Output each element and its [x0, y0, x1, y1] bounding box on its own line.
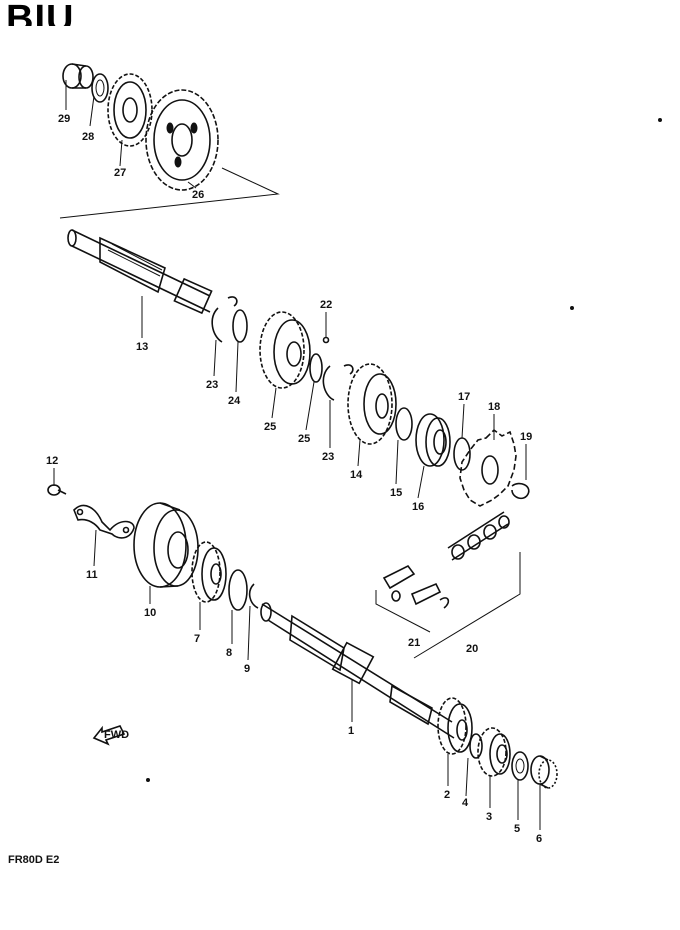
part-22-ball	[322, 336, 330, 344]
part-11-stopper-plate	[73, 504, 135, 539]
callout-9: 9	[244, 663, 250, 675]
part-18-sprocket	[459, 428, 517, 507]
part-10-bearing	[133, 502, 199, 588]
callout-2: 2	[444, 789, 450, 801]
part-27-gear	[107, 73, 153, 147]
callout-28: 28	[82, 131, 94, 143]
callout-24-b: 25	[298, 433, 310, 445]
part-3-gear	[477, 727, 511, 777]
callout-6: 6	[536, 833, 542, 845]
callout-10: 10	[144, 607, 156, 619]
part-25-gear	[259, 311, 311, 389]
part-6-bushing	[530, 755, 558, 789]
forward-arrow-icon: FWD	[92, 725, 129, 746]
part-4-washer	[469, 733, 483, 759]
callout-27: 27	[114, 167, 126, 179]
callout-29: 29	[58, 113, 70, 125]
model-code: FR80D E2	[8, 854, 60, 866]
part-13-countershaft	[67, 229, 213, 315]
leader-21	[375, 590, 431, 633]
speck	[570, 306, 574, 310]
leader-20	[413, 552, 521, 659]
part-2-gear	[437, 697, 473, 755]
callout-26: 26	[192, 189, 204, 201]
part-15-washer	[395, 407, 413, 441]
callout-1: 1	[348, 725, 354, 737]
part-24-washer-b	[309, 353, 323, 383]
callout-7: 7	[194, 633, 200, 645]
part-20-chain	[447, 511, 510, 561]
callout-23-b: 23	[322, 451, 334, 463]
callout-15: 15	[390, 487, 402, 499]
callout-3: 3	[486, 811, 492, 823]
part-14-gear	[343, 363, 397, 445]
part-12-bolt	[47, 484, 67, 496]
callout-14: 14	[350, 469, 363, 481]
forward-arrow-label: FWD	[104, 729, 129, 741]
part-28-washer	[91, 73, 109, 103]
part-19-lockwasher	[511, 482, 530, 500]
speck	[146, 778, 150, 782]
callout-20: 20	[466, 643, 478, 655]
part-1-mainshaft	[260, 602, 455, 739]
callout-8: 8	[226, 647, 232, 659]
leader-26-shaft	[59, 167, 280, 219]
callout-18: 18	[488, 401, 500, 413]
callout-12: 12	[46, 455, 58, 467]
part-24-washer	[227, 296, 248, 343]
part-29-bushing	[62, 63, 94, 89]
part-23-circlip	[211, 307, 223, 343]
callout-21: 21	[408, 637, 420, 649]
part-21-master-link	[382, 564, 450, 609]
part-9-circlip	[248, 583, 259, 609]
callout-17: 17	[458, 391, 470, 403]
part-23-circlip-b	[322, 365, 335, 401]
callout-19: 19	[520, 431, 532, 443]
callouts: 29 28 27 26 13 22 23 24 25 25 23 14 15 1…	[46, 113, 542, 845]
callout-23: 23	[206, 379, 218, 391]
part-5-washer	[511, 751, 529, 781]
callout-11: 11	[86, 569, 98, 581]
callout-16: 16	[412, 501, 424, 513]
speck	[658, 118, 662, 122]
part-26-gear	[145, 89, 219, 191]
callout-24: 24	[228, 395, 241, 407]
part-8-washer	[228, 569, 248, 611]
callout-4: 4	[462, 797, 469, 809]
callout-22: 22	[320, 299, 332, 311]
page-title: BIU	[6, 0, 75, 26]
callout-13: 13	[136, 341, 148, 353]
callout-5: 5	[514, 823, 520, 835]
part-7-gear	[191, 541, 227, 603]
part-16-bearing	[415, 413, 451, 467]
callout-25: 25	[264, 421, 276, 433]
leader-lines	[53, 80, 541, 830]
